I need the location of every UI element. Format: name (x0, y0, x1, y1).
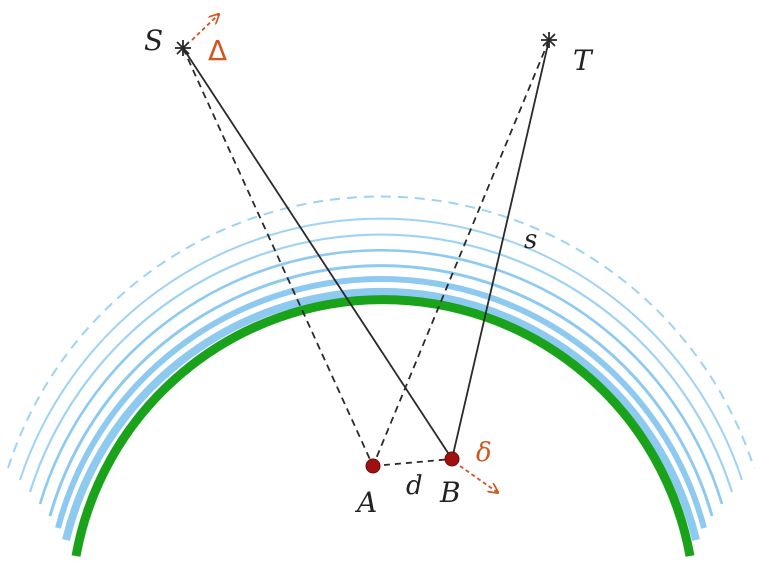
label-small-delta: δ (476, 438, 492, 468)
ray-t-to-a-dashed (372, 39, 550, 467)
point-b (444, 451, 460, 467)
label-b: B (439, 476, 461, 509)
atmosphere-layer-arc-5 (55, 276, 707, 529)
label-d: d (406, 471, 423, 501)
ray-s-to-b (182, 47, 453, 460)
source-star-t (541, 32, 557, 48)
ray-t-to-b (451, 39, 550, 460)
source-star-s (175, 40, 191, 56)
label-s-lowercase: s (524, 225, 537, 255)
atmosphere-layer-arc-6 (62, 287, 700, 541)
baseline-a-to-b-dashed (372, 458, 453, 467)
outer-layer-dashed-arc (7, 195, 755, 469)
small-delta-displacement-arrow (459, 465, 497, 492)
atmosphere-layer-arc-1 (19, 217, 743, 481)
ray-s-to-a-dashed (182, 47, 374, 467)
label-s: S (144, 24, 163, 57)
delta-displacement-arrow (191, 15, 218, 41)
ground-arc (71, 295, 695, 557)
atmosphere-layer-arc-2 (28, 233, 734, 493)
atmosphere-layer-arc-4 (48, 264, 714, 517)
label-a: A (354, 486, 377, 519)
label-t: T (573, 44, 594, 77)
atmosphere-layer-arc-3 (38, 248, 724, 505)
label-capital-delta: Δ (208, 34, 227, 67)
point-a (365, 458, 381, 474)
